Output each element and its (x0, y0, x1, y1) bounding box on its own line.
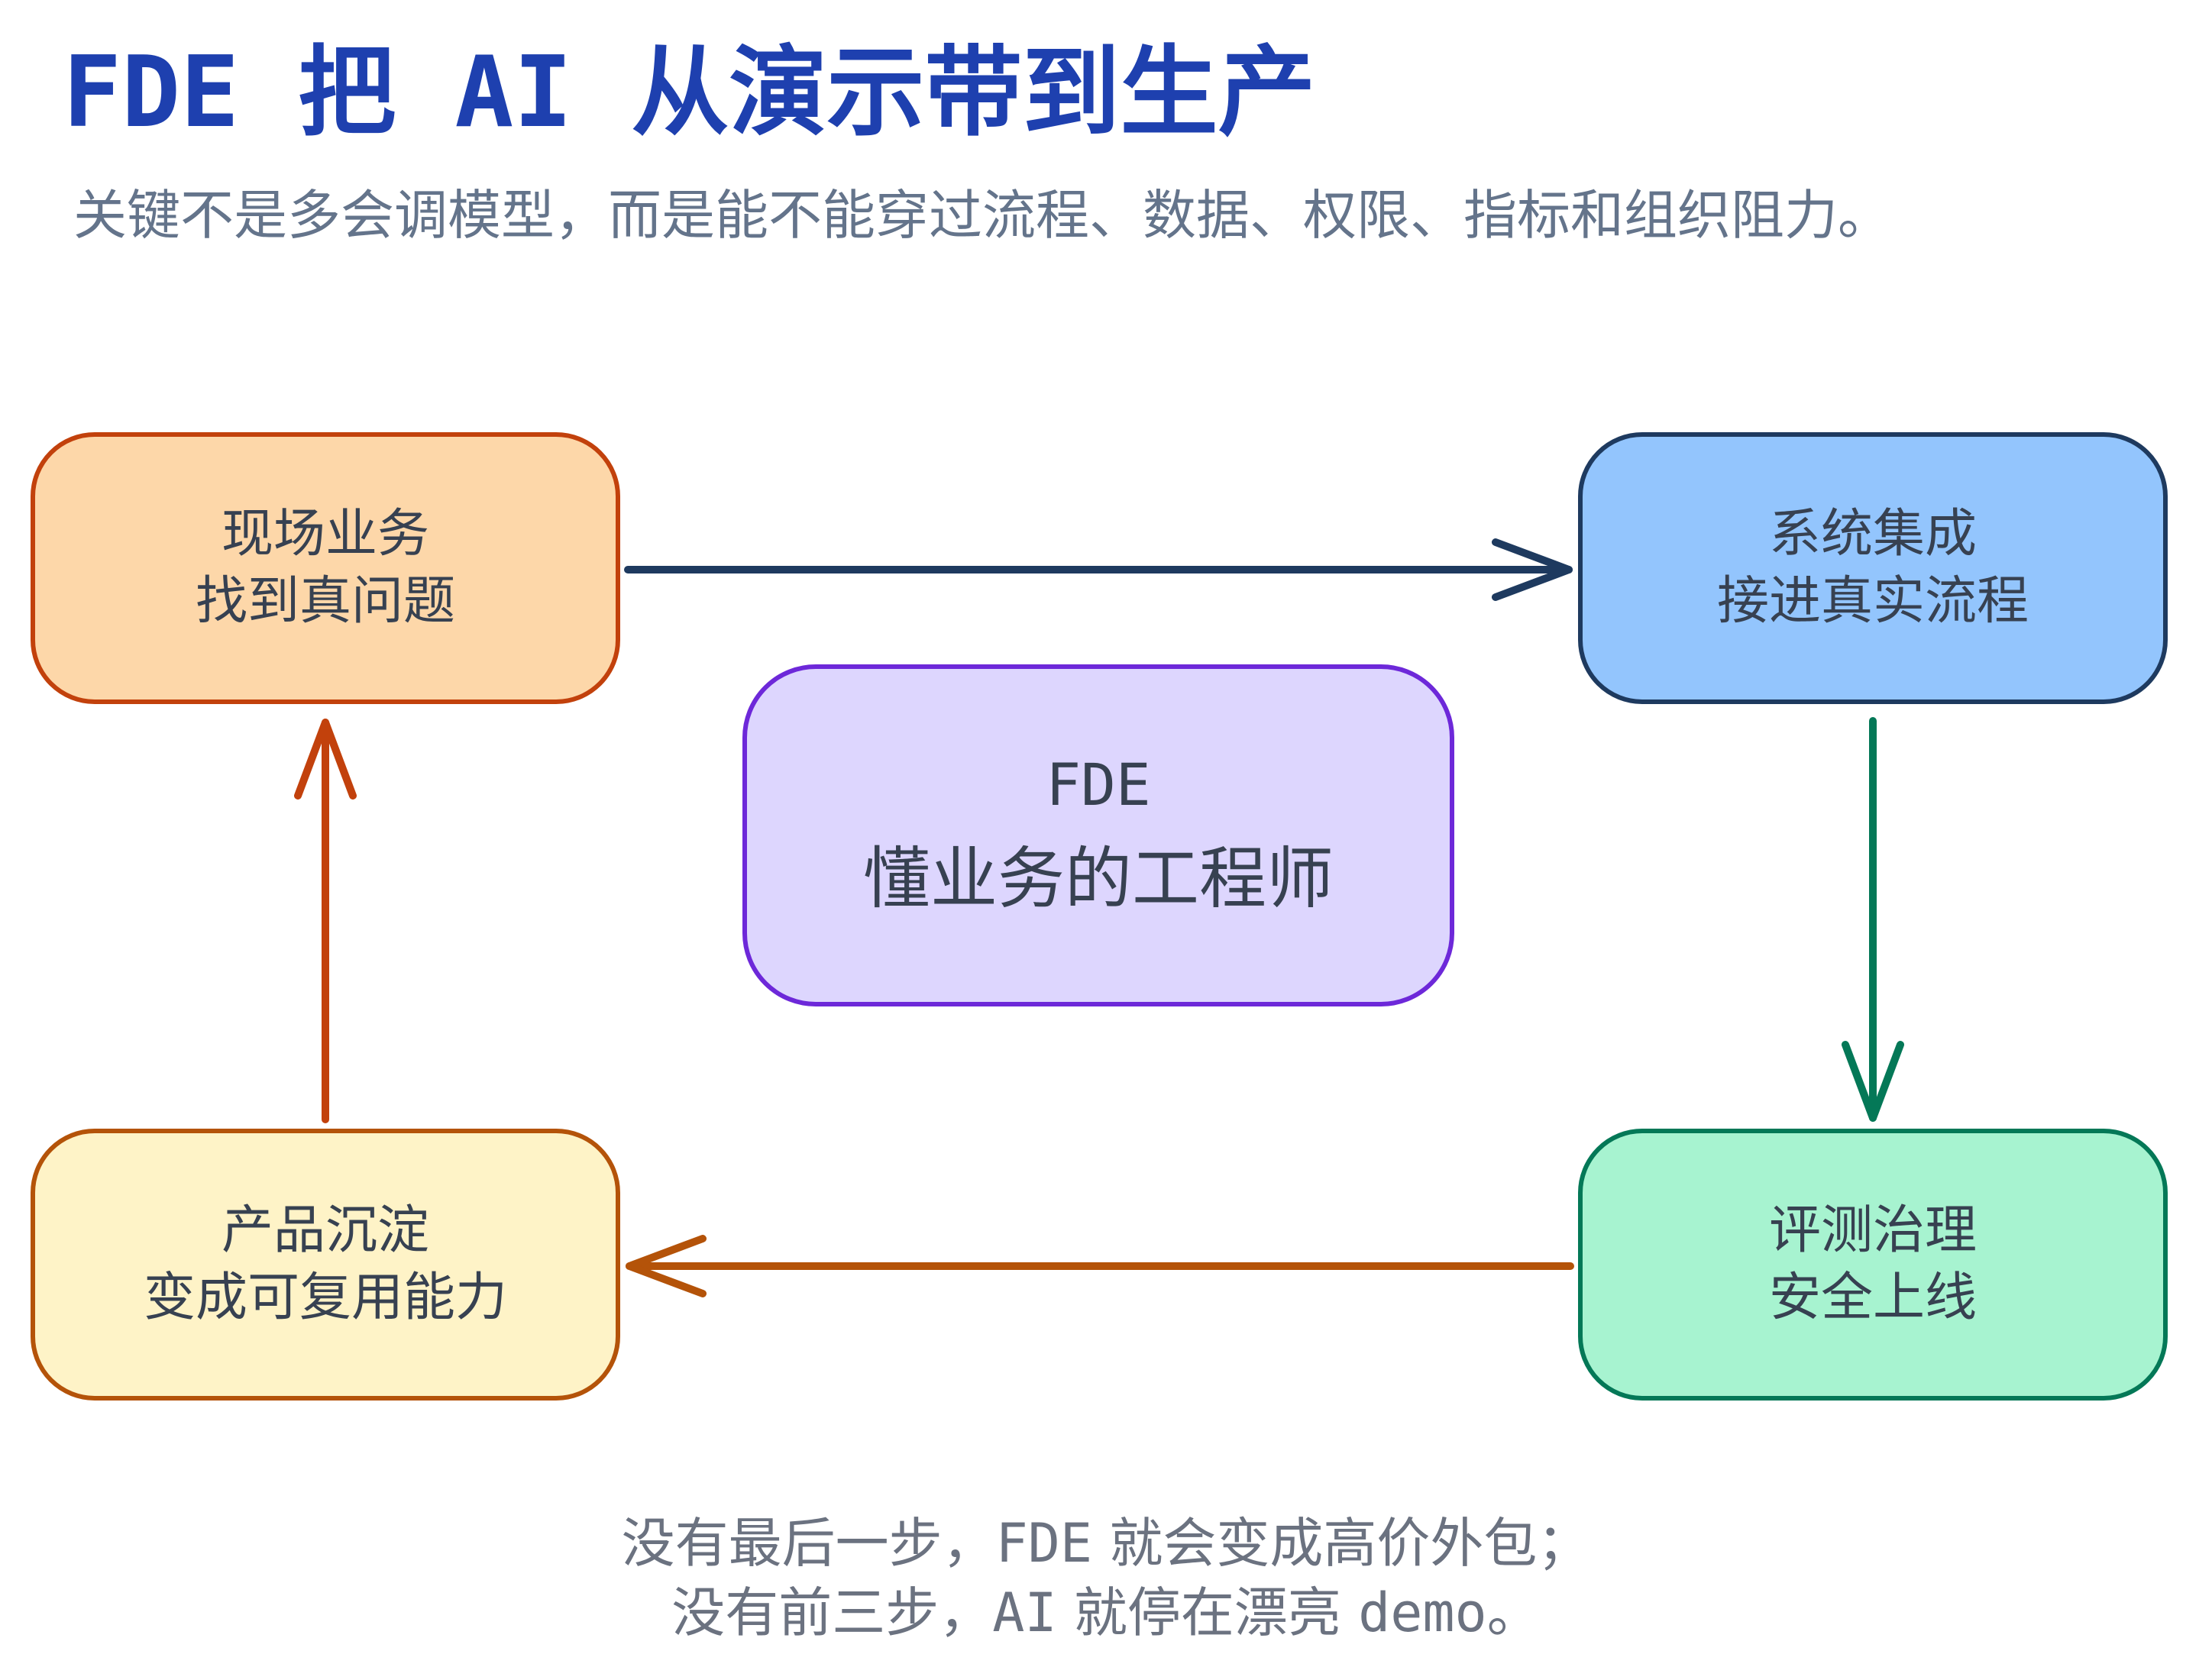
node-evaluation-governance: 评测治理 安全上线 (1578, 1129, 2168, 1401)
footer-text: 就会变成高价外包； (1092, 1512, 1591, 1575)
footer-line-1: 没有最后一步，FDE 就会变成高价外包； (0, 1509, 2212, 1578)
footer-text: 就停在漂亮 (1056, 1581, 1359, 1644)
arrow-top (624, 538, 1573, 601)
page-title: FDE 把 AI 从演示带到生产 (63, 36, 1316, 150)
center-label: FDE (1046, 751, 1151, 819)
node-line: 接进真实流程 (1716, 571, 2029, 632)
node-system-integration: 系统集成 接进真实流程 (1578, 432, 2168, 704)
center-description: 懂业务的工程师 (862, 839, 1334, 919)
arrow-left (294, 719, 357, 1123)
node-line: 变成可复用能力 (143, 1268, 507, 1328)
node-line: 系统集成 (1768, 503, 1977, 564)
page-subtitle: 关键不是多会调模型，而是能不能穿过流程、数据、权限、指标和组织阻力。 (73, 184, 1891, 247)
arrow-bottom (626, 1235, 1574, 1297)
node-line: 安全上线 (1768, 1268, 1977, 1328)
footer-text: 没有最后一步， (621, 1512, 996, 1575)
footer-term-ai: AI (992, 1581, 1057, 1644)
footer-term-demo: demo (1358, 1581, 1487, 1644)
node-line: 找到真问题 (195, 571, 455, 632)
node-line: 现场业务 (221, 503, 429, 564)
node-line: 评测治理 (1768, 1200, 1977, 1261)
node-product-sediment: 产品沉淀 变成可复用能力 (31, 1129, 620, 1401)
footer-line-2: 没有前三步，AI 就停在漂亮 demo。 (0, 1578, 2212, 1648)
node-field-business: 现场业务 找到真问题 (31, 432, 620, 704)
node-line: 产品沉淀 (221, 1200, 429, 1261)
footer-term-fde: FDE (995, 1512, 1093, 1575)
node-fde-center: FDE 懂业务的工程师 (742, 664, 1454, 1006)
footer-text: 没有前三步， (671, 1581, 993, 1644)
footer-note: 没有最后一步，FDE 就会变成高价外包； 没有前三步，AI 就停在漂亮 demo… (0, 1509, 2212, 1648)
footer-text: 。 (1486, 1581, 1541, 1644)
arrow-right (1842, 717, 1904, 1122)
